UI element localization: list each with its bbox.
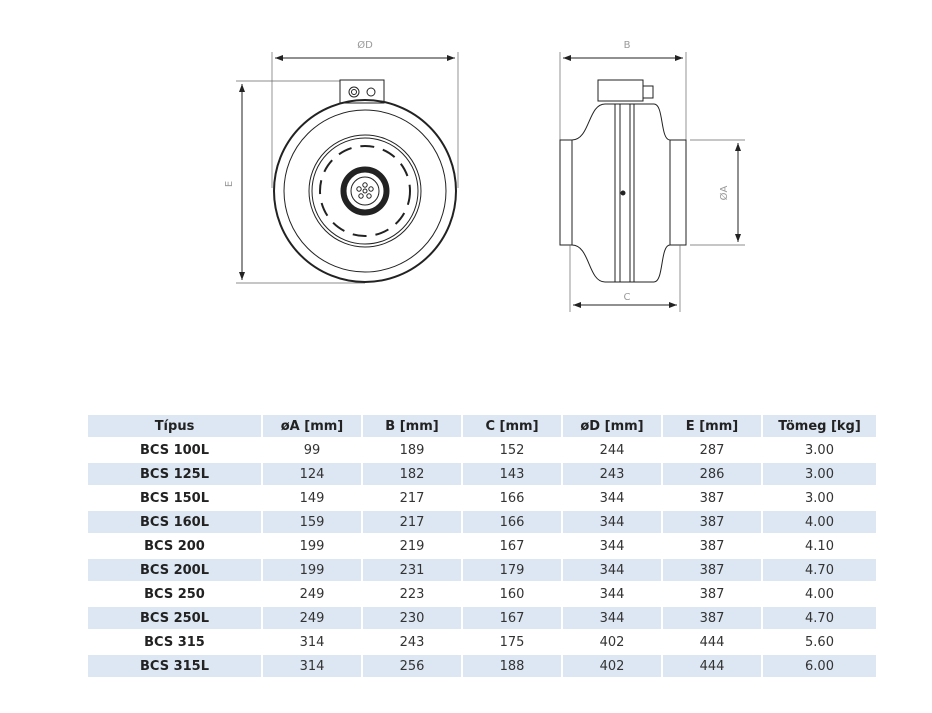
label-a: ØA [718, 185, 730, 200]
value-cell: 387 [663, 559, 763, 581]
model-name-cell: BCS 250 [88, 583, 263, 605]
value-cell: 219 [363, 535, 463, 557]
value-cell: 159 [263, 511, 363, 533]
value-cell: 160 [463, 583, 563, 605]
column-header: Tömeg [kg] [763, 415, 878, 437]
label-b: B [624, 40, 631, 51]
value-cell: 402 [563, 631, 663, 653]
value-cell: 217 [363, 511, 463, 533]
side-view [559, 52, 745, 312]
value-cell: 344 [563, 607, 663, 629]
value-cell: 4.00 [763, 511, 878, 533]
model-name-cell: BCS 125L [88, 463, 263, 485]
column-header: E [mm] [663, 415, 763, 437]
column-header: B [mm] [363, 415, 463, 437]
label-d: ØD [357, 39, 373, 51]
value-cell: 3.00 [763, 439, 878, 461]
value-cell: 344 [563, 511, 663, 533]
value-cell: 149 [263, 487, 363, 509]
value-cell: 249 [263, 607, 363, 629]
value-cell: 175 [463, 631, 563, 653]
value-cell: 217 [363, 487, 463, 509]
value-cell: 387 [663, 535, 763, 557]
value-cell: 4.70 [763, 607, 878, 629]
value-cell: 444 [663, 655, 763, 677]
value-cell: 387 [663, 583, 763, 605]
value-cell: 124 [263, 463, 363, 485]
model-name-cell: BCS 250L [88, 607, 263, 629]
value-cell: 99 [263, 439, 363, 461]
model-name-cell: BCS 315 [88, 631, 263, 653]
value-cell: 199 [263, 559, 363, 581]
column-header: øD [mm] [563, 415, 663, 437]
value-cell: 286 [663, 463, 763, 485]
value-cell: 188 [463, 655, 563, 677]
value-cell: 6.00 [763, 655, 878, 677]
fan-technical-drawing: ØD E B ØA C [224, 39, 745, 312]
value-cell: 182 [363, 463, 463, 485]
value-cell: 152 [463, 439, 563, 461]
model-name-cell: BCS 200 [88, 535, 263, 557]
model-name-cell: BCS 315L [88, 655, 263, 677]
value-cell: 3.00 [763, 463, 878, 485]
value-cell: 344 [563, 487, 663, 509]
value-cell: 4.00 [763, 583, 878, 605]
value-cell: 167 [463, 607, 563, 629]
column-header: øA [mm] [263, 415, 363, 437]
value-cell: 344 [563, 583, 663, 605]
value-cell: 4.10 [763, 535, 878, 557]
value-cell: 223 [363, 583, 463, 605]
value-cell: 179 [463, 559, 563, 581]
model-name-cell: BCS 160L [88, 511, 263, 533]
value-cell: 243 [563, 463, 663, 485]
value-cell: 444 [663, 631, 763, 653]
value-cell: 5.60 [763, 631, 878, 653]
value-cell: 344 [563, 559, 663, 581]
value-cell: 256 [363, 655, 463, 677]
label-e: E [224, 181, 235, 187]
value-cell: 387 [663, 511, 763, 533]
value-cell: 143 [463, 463, 563, 485]
column-header: Típus [88, 415, 263, 437]
value-cell: 231 [363, 559, 463, 581]
value-cell: 314 [263, 655, 363, 677]
model-name-cell: BCS 100L [88, 439, 263, 461]
column-header: C [mm] [463, 415, 563, 437]
value-cell: 4.70 [763, 559, 878, 581]
value-cell: 244 [563, 439, 663, 461]
value-cell: 387 [663, 607, 763, 629]
model-name-cell: BCS 200L [88, 559, 263, 581]
value-cell: 199 [263, 535, 363, 557]
value-cell: 387 [663, 487, 763, 509]
label-c: C [624, 292, 631, 303]
value-cell: 314 [263, 631, 363, 653]
front-view [236, 52, 459, 284]
value-cell: 249 [263, 583, 363, 605]
value-cell: 402 [563, 655, 663, 677]
value-cell: 189 [363, 439, 463, 461]
value-cell: 230 [363, 607, 463, 629]
value-cell: 166 [463, 511, 563, 533]
value-cell: 344 [563, 535, 663, 557]
value-cell: 287 [663, 439, 763, 461]
model-name-cell: BCS 150L [88, 487, 263, 509]
value-cell: 167 [463, 535, 563, 557]
value-cell: 243 [363, 631, 463, 653]
value-cell: 3.00 [763, 487, 878, 509]
value-cell: 166 [463, 487, 563, 509]
